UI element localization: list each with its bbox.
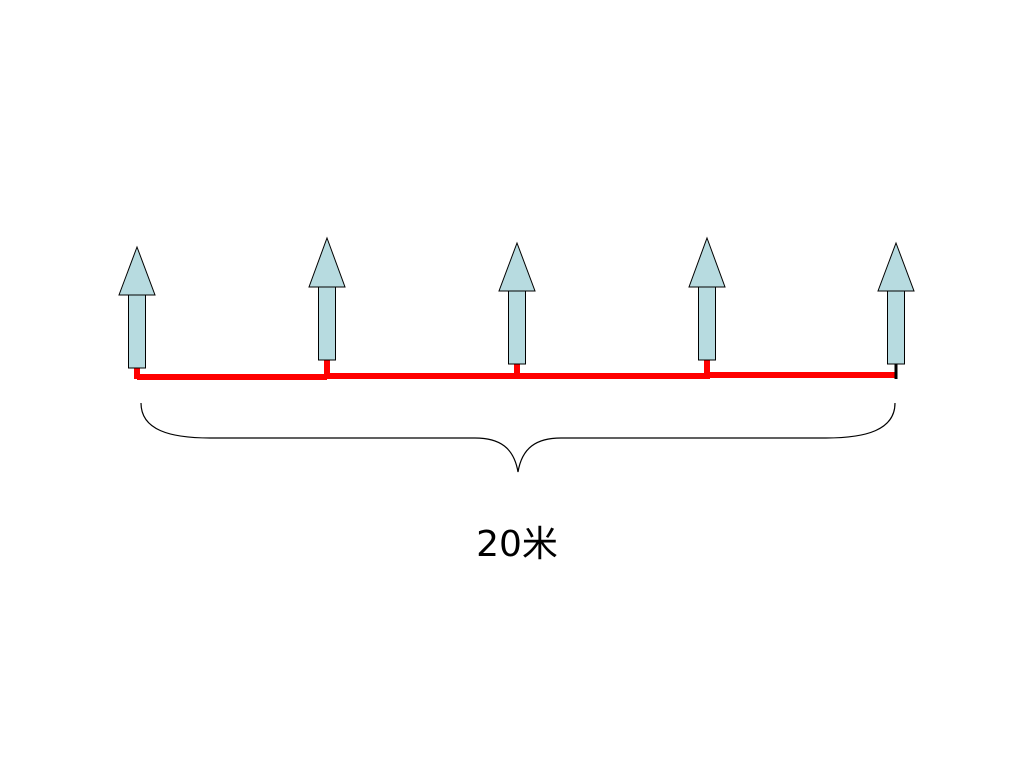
tree-trunk [887, 289, 905, 365]
tree-crown [688, 236, 726, 288]
length-label: 20米 [476, 524, 558, 565]
tree [498, 241, 536, 379]
tree [688, 236, 726, 379]
tree-trunk [128, 293, 146, 369]
tree [118, 245, 156, 379]
tree-crown [498, 241, 536, 292]
tree [877, 241, 915, 379]
length-brace [140, 402, 896, 473]
tree-crown [877, 241, 915, 292]
tree [308, 236, 346, 379]
tree-crown [118, 245, 156, 296]
ground-line [137, 372, 896, 380]
tree-trunk [318, 285, 336, 361]
tree-trunk [698, 285, 716, 361]
tree-trunk [508, 289, 526, 365]
tree-row [118, 236, 915, 379]
tree-crown [308, 236, 346, 288]
